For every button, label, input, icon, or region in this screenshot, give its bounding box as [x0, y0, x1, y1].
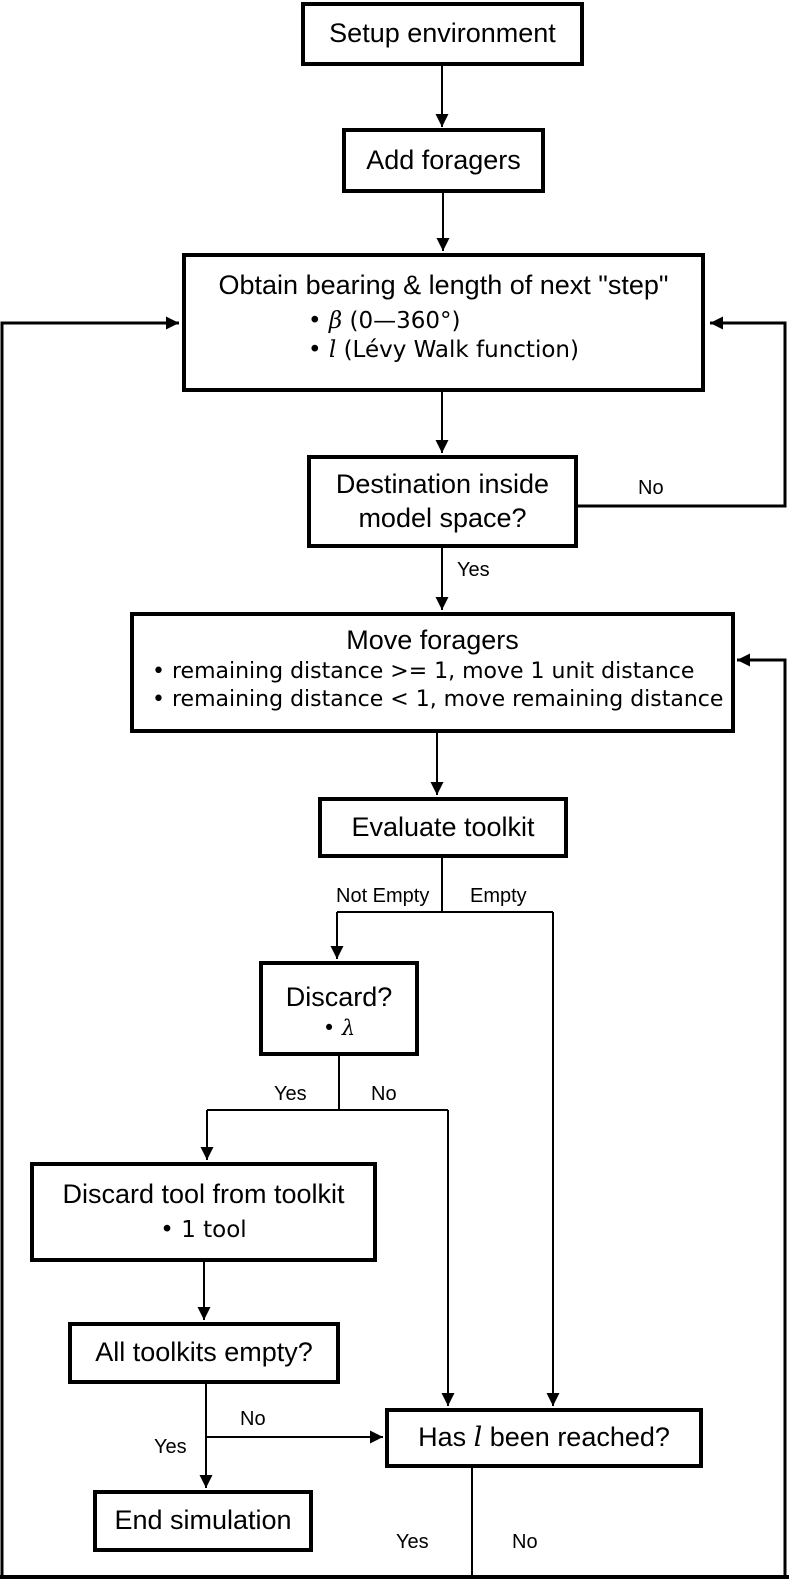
node-title: Setup environment	[329, 18, 556, 49]
node-has-l-been-reached: Has l been reached?	[385, 1408, 703, 1468]
edge-label-alltoolkits-no: No	[240, 1408, 266, 1430]
node-title: All toolkits empty?	[95, 1337, 313, 1368]
node-bullets: λ	[323, 1015, 355, 1042]
node-destination-inside-model-space: Destination inside model space?	[307, 455, 578, 548]
node-evaluate-toolkit: Evaluate toolkit	[318, 797, 568, 858]
edge-label-destination-no: No	[638, 477, 664, 499]
edge-label-hasl-yes: Yes	[396, 1531, 429, 1553]
node-title: Add foragers	[366, 144, 521, 175]
bullet-levy-walk: l (Lévy Walk function)	[308, 336, 579, 365]
edge-destination-no-loop	[578, 316, 787, 508]
node-discard-tool-from-toolkit: Discard tool from toolkit 1 tool	[30, 1162, 377, 1262]
node-move-foragers: Move foragers remaining distance >= 1, m…	[130, 612, 735, 733]
node-title: Discard tool from toolkit	[62, 1179, 345, 1210]
node-title: Move foragers	[346, 625, 519, 655]
node-title: Evaluate toolkit	[351, 811, 535, 842]
edge-label-destination-yes: Yes	[457, 559, 490, 581]
node-title: Discard?	[285, 982, 393, 1013]
node-title: Has l been reached?	[418, 1422, 670, 1454]
edge-label-empty: Empty	[470, 885, 527, 907]
node-bullets: remaining distance >= 1, move 1 unit dis…	[134, 658, 723, 714]
edge-label-alltoolkits-yes: Yes	[154, 1436, 187, 1458]
node-obtain-bearing-length: Obtain bearing & length of next "step" β…	[182, 253, 705, 392]
node-all-toolkits-empty: All toolkits empty?	[68, 1322, 340, 1384]
bullet-move-unit: remaining distance >= 1, move 1 unit dis…	[152, 658, 723, 686]
node-title: Destination inside model space?	[335, 468, 557, 533]
bullet-move-remaining: remaining distance < 1, move remaining d…	[152, 686, 723, 714]
bullet-lambda: λ	[323, 1015, 355, 1042]
edge-label-hasl-no: No	[512, 1531, 538, 1553]
node-add-foragers: Add foragers	[342, 128, 545, 193]
node-setup-environment: Setup environment	[301, 2, 584, 66]
node-end-simulation: End simulation	[93, 1490, 313, 1552]
bullet-beta-range: β (0—360°)	[308, 307, 579, 336]
edge-label-discard-yes: Yes	[274, 1083, 307, 1105]
edge-hasl-yes-loop-to-obtain	[0, 316, 179, 1577]
bullet-one-tool: 1 tool	[160, 1216, 247, 1245]
edge-label-discard-no: No	[371, 1083, 397, 1105]
node-discard-question: Discard? λ	[259, 961, 419, 1056]
edge-hasl-no-loop-to-move	[737, 653, 787, 1577]
node-title: Obtain bearing & length of next "step"	[218, 270, 669, 300]
node-bullets: β (0—360°) l (Lévy Walk function)	[308, 307, 579, 366]
node-title: End simulation	[114, 1505, 292, 1536]
edge-label-not-empty: Not Empty	[336, 885, 430, 907]
node-bullets: 1 tool	[160, 1216, 247, 1245]
